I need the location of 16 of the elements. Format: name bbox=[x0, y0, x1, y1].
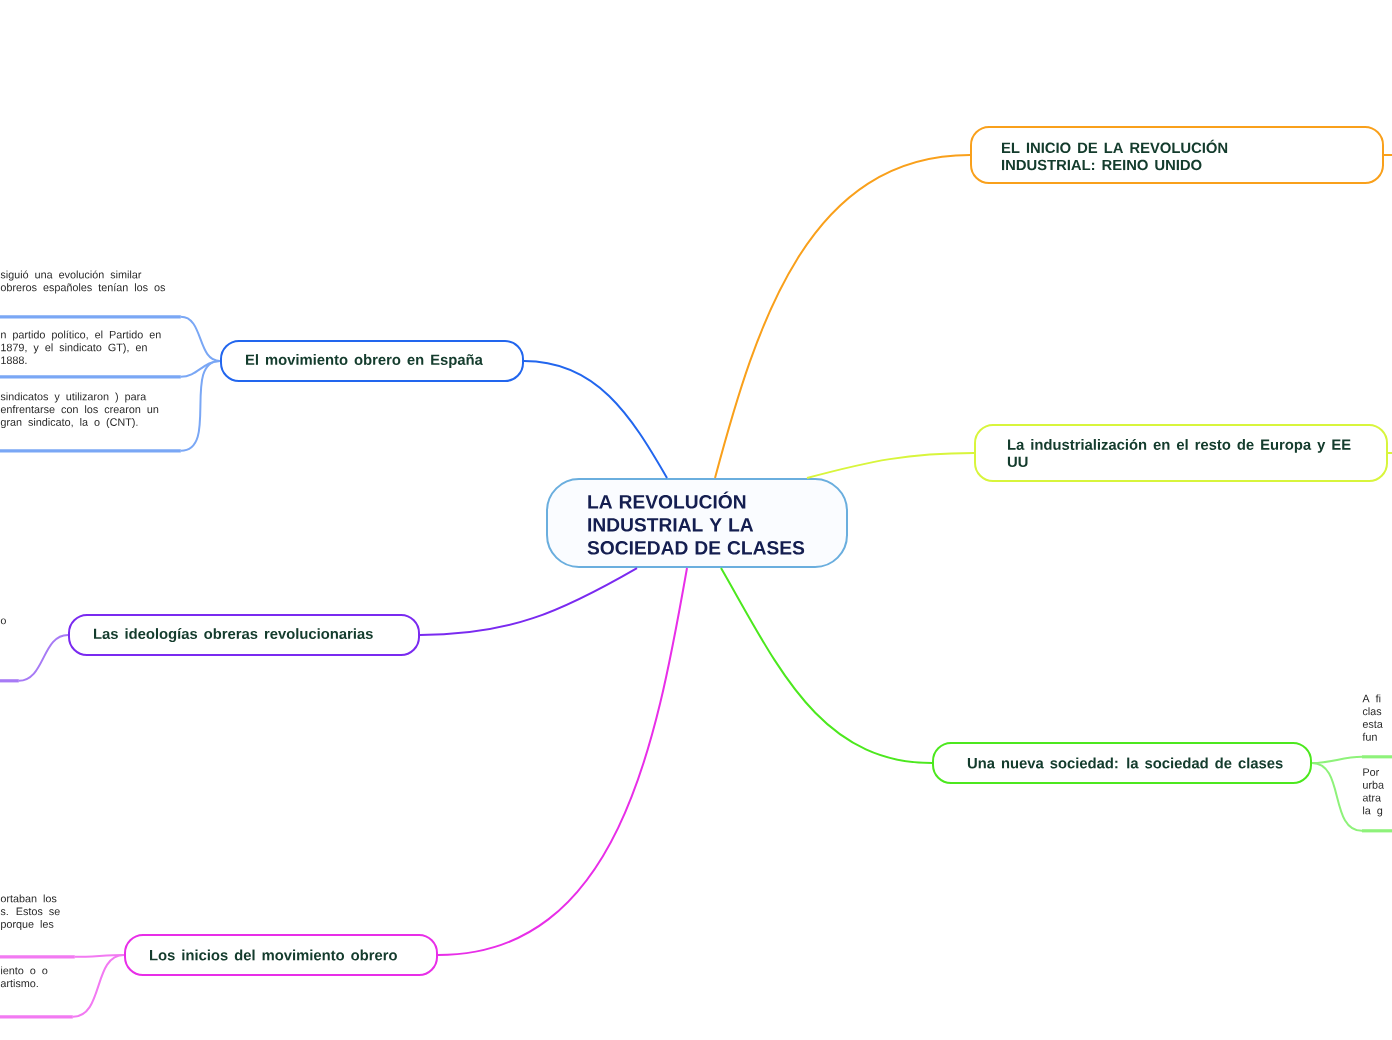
connector-line bbox=[1383, 154, 1392, 156]
connector-line bbox=[1311, 762, 1363, 832]
connector-line bbox=[714, 154, 971, 479]
connector-line bbox=[523, 360, 668, 479]
connector-line bbox=[73, 954, 125, 958]
connector-line bbox=[437, 567, 688, 956]
connector-line bbox=[71, 954, 125, 1018]
connector-line bbox=[1387, 452, 1392, 454]
connector-line bbox=[179, 315, 221, 362]
connector-line bbox=[720, 567, 933, 764]
connector-line bbox=[17, 634, 69, 682]
connector-line bbox=[806, 452, 975, 479]
connector-line bbox=[179, 360, 221, 452]
connector-line bbox=[419, 567, 638, 636]
connector-line bbox=[1311, 755, 1363, 764]
central-topic-box: LA REVOLUCIÓN INDUSTRIAL Y LA SOCIEDAD DE CLASES bbox=[546, 478, 848, 568]
